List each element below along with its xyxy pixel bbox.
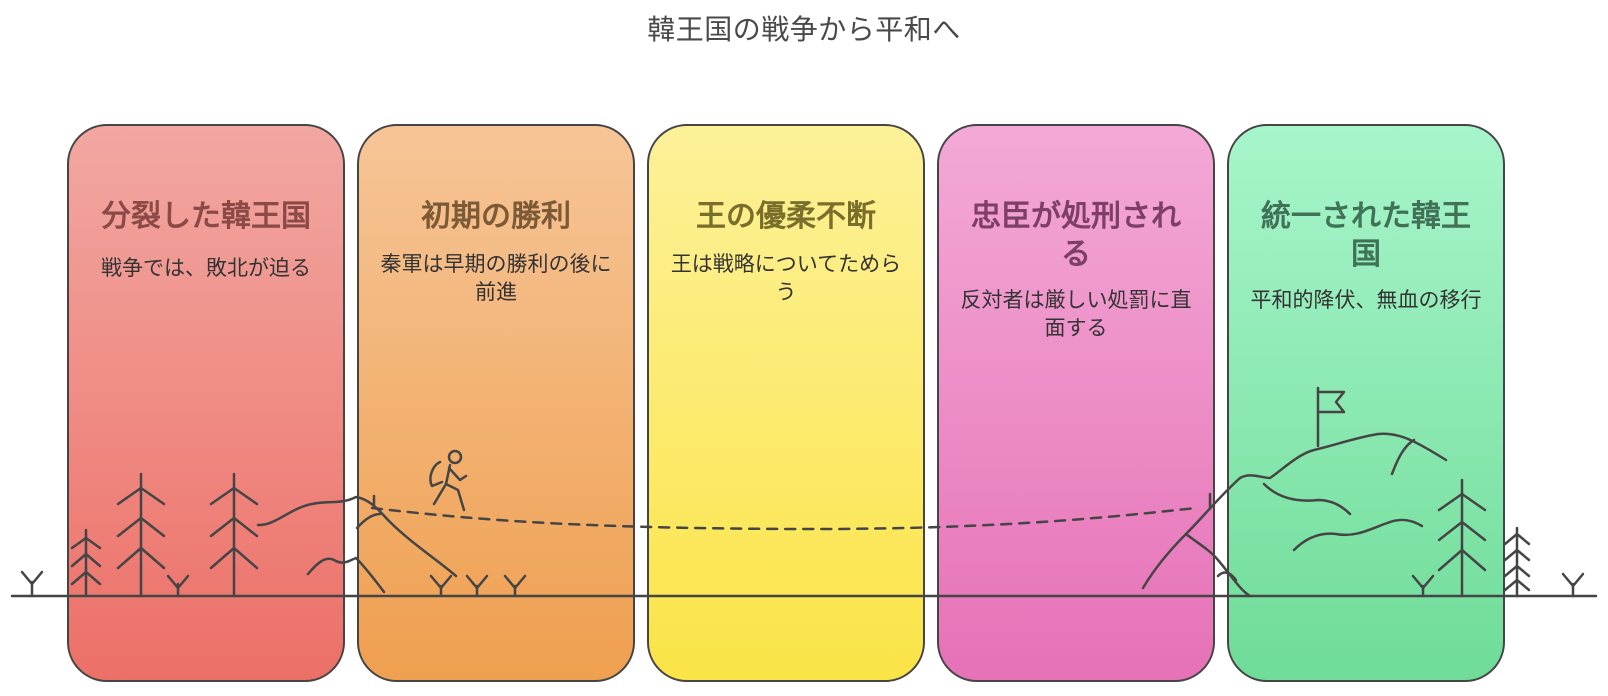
stage-description: 反対者は厳しい処罰に直面する: [960, 288, 1192, 340]
grass-icon: [20, 570, 44, 598]
stage-card-3: 王の優柔不断 王は戦略についてためらう: [647, 124, 925, 682]
stage-description: 戦争では、敗北が迫る: [101, 256, 311, 280]
stage-description: 秦軍は早期の勝利の後に前進: [380, 252, 612, 304]
stage-description: 平和的降伏、無血の移行: [1250, 288, 1482, 312]
stage-card-5: 統一された韓王国 平和的降伏、無血の移行: [1227, 124, 1505, 682]
stage-title: 統一された韓王国: [1261, 199, 1471, 272]
stage-card-1: 分裂した韓王国 戦争では、敗北が迫る: [67, 124, 345, 682]
stage-title: 分裂した韓王国: [101, 199, 311, 234]
diagram-title: 韓王国の戦争から平和へ: [647, 13, 961, 46]
stage-title: 初期の勝利: [421, 199, 571, 234]
stage-description: 王は戦略についてためらう: [670, 252, 902, 304]
grass-icon: [1561, 572, 1585, 598]
pine-tree-icon: [1503, 526, 1531, 598]
stage-card-4: 忠臣が処刑される 反対者は厳しい処罰に直面する: [937, 124, 1215, 682]
stage-card-2: 初期の勝利 秦軍は早期の勝利の後に前進: [357, 124, 635, 682]
stage-title: 忠臣が処刑される: [971, 199, 1181, 272]
stage-title: 王の優柔不断: [696, 199, 876, 234]
